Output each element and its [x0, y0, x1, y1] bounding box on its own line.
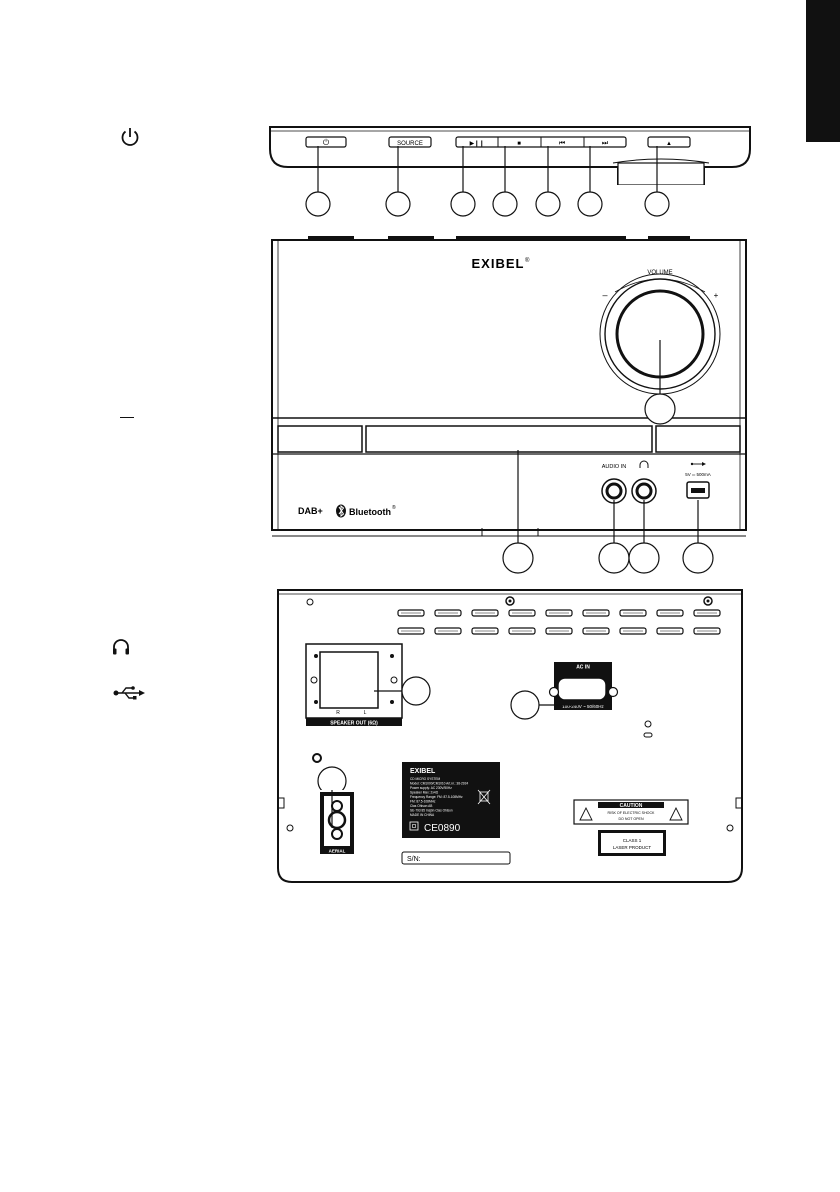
- rating-line-2: Model: CM1000/CM1010 Art.nr.: 38-2924: [410, 782, 468, 786]
- laser-line-2: LASER PRODUCT: [613, 845, 652, 850]
- language-tab: [806, 0, 840, 142]
- rating-line-3: Power supply: AC 230V/50Hz: [410, 786, 452, 790]
- rating-line-6: FM: 87.5-108MHz: [410, 800, 436, 804]
- rating-line-5: Frequency Range: FM: 87.5-108MHz: [410, 795, 463, 799]
- usb-port-icon: [690, 462, 706, 466]
- back-callouts: [317, 676, 578, 790]
- callout-headphone: [628, 542, 660, 574]
- serial-number-box: [401, 851, 511, 865]
- eject-button[interactable]: [647, 136, 691, 148]
- speaker-out-terminal[interactable]: [306, 718, 402, 726]
- callout-ac-in: [510, 690, 540, 720]
- callout-source: [385, 191, 411, 217]
- dab-logo: DAB+: [298, 506, 323, 516]
- caution-title: CAUTION: [620, 803, 643, 809]
- speaker-l-label: L: [364, 710, 367, 716]
- source-button-label: SOURCE: [397, 141, 423, 147]
- rating-line-8: SE-793 85 Insjön Clas Ohlson: [410, 809, 453, 813]
- callout-usb: [682, 542, 714, 574]
- disc-slot[interactable]: [365, 425, 653, 453]
- usb-icon: [113, 686, 145, 700]
- callout-disc-slot: [502, 542, 534, 574]
- rating-line-7: Clas Ohlson AB: [410, 804, 432, 808]
- serial-label: S/N:: [407, 856, 421, 863]
- weee-bin-icon: [477, 789, 491, 805]
- rating-line-4: Speaker Max: 2x4Ω: [410, 791, 439, 795]
- caution-line-1: RISK OF ELECTRIC SHOCK: [608, 811, 656, 815]
- front-panel-diagram: EXIBEL ® VOLUME – + AUDIO IN 5V ═ 500mA …: [271, 236, 747, 537]
- audio-in-label: AUDIO IN: [602, 464, 626, 470]
- bluetooth-logo: Bluetooth: [349, 507, 391, 517]
- rating-line-9: MADE IN CHINA: [410, 813, 435, 817]
- ac-in-label: AC IN: [576, 665, 590, 671]
- eject-icon: ▲: [666, 141, 672, 147]
- stop-icon: ■: [517, 141, 521, 147]
- callout-volume: [644, 393, 676, 425]
- rating-brand: EXIBEL: [410, 768, 436, 775]
- bluetooth-icon: [336, 504, 346, 518]
- play-pause-icon: ▶❙❙: [470, 140, 485, 147]
- top-callouts: [305, 146, 670, 217]
- callout-eject: [644, 191, 670, 217]
- headphone-jack-icon: [639, 460, 649, 468]
- callout-aerial: [317, 766, 347, 790]
- top-panel-diagram: ⏻ SOURCE ▶❙❙ ■ ⏮ ⏭ ▲: [269, 126, 751, 185]
- front-panel-body: [271, 239, 747, 531]
- ac-rating-label: 100-240V ~ 50/60Hz: [562, 704, 604, 709]
- laser-line-1: CLASS 1: [623, 838, 642, 843]
- usb-rating-label: 5V ═ 500mA: [685, 472, 710, 477]
- callout-audio-in: [598, 542, 630, 574]
- ce-mark: CE0890: [424, 823, 461, 834]
- power-button[interactable]: [305, 136, 347, 148]
- audio-in-jack[interactable]: [605, 482, 623, 500]
- front-callouts: [502, 340, 714, 574]
- source-button[interactable]: [388, 136, 432, 148]
- callout-power: [305, 191, 331, 217]
- headphones-icon: [113, 639, 129, 655]
- callout-speaker-out: [401, 676, 431, 706]
- previous-icon: ⏮: [559, 140, 565, 147]
- volume-label: VOLUME: [647, 270, 672, 276]
- vent-grille: [397, 609, 721, 635]
- callout-stop: [492, 191, 518, 217]
- caution-line-2: DO NOT OPEN: [618, 817, 643, 821]
- brand-trademark: ®: [525, 257, 530, 264]
- overline-bar-icon: [120, 417, 134, 418]
- next-icon: ⏭: [602, 140, 609, 147]
- power-icon: [121, 128, 139, 146]
- brand-logo: EXIBEL: [472, 256, 525, 271]
- callout-play-pause: [450, 191, 476, 217]
- double-insulation-icon: [409, 821, 419, 831]
- back-panel-diagram: R L SPEAKER OUT (6Ω) AC IN 100-240V ~ 50…: [277, 589, 743, 883]
- power-button-label: ⏻: [323, 138, 330, 147]
- aerial-callout-leader: [331, 790, 333, 828]
- speaker-r-label: R: [336, 710, 340, 716]
- bluetooth-trademark: ®: [392, 504, 396, 511]
- volume-minus-label: –: [602, 290, 607, 300]
- callout-next: [577, 191, 603, 217]
- speaker-out-label: SPEAKER OUT (6Ω): [330, 721, 378, 727]
- callout-previous: [535, 191, 561, 217]
- headphone-jack[interactable]: [635, 482, 653, 500]
- aerial-label: AERIAL: [329, 849, 346, 854]
- volume-plus-label: +: [714, 291, 719, 300]
- rating-line-1: CD MICRO SYSTEM: [410, 777, 440, 781]
